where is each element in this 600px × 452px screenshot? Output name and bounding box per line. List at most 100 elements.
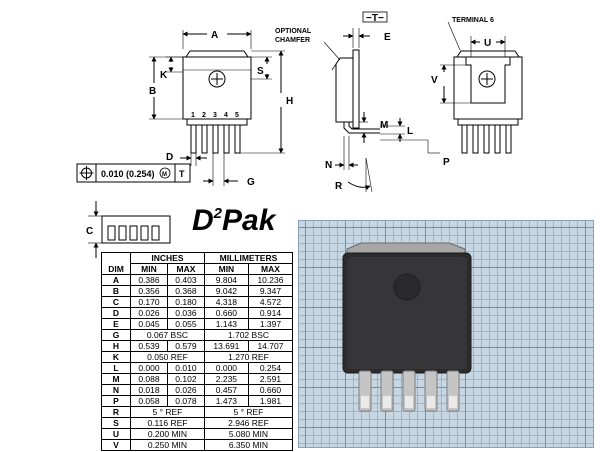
dimensions-table: DIM INCHES MILLIMETERS MIN MAX MIN MAX A… <box>101 252 294 451</box>
dim-label-v: V <box>431 75 438 86</box>
table-cell-dim: L <box>101 362 131 374</box>
dim-label-c: C <box>86 226 93 237</box>
side-view <box>323 11 440 193</box>
dim-label-h: H <box>286 96 293 107</box>
dim-label-d: D <box>166 152 173 163</box>
table-cell-mm-min: 0.457 <box>203 384 249 396</box>
table-cell-in-max: 0.026 <box>166 384 205 396</box>
table-cell-mm-max: 2.591 <box>247 373 294 385</box>
table-cell-in-min: 0.356 <box>130 285 168 297</box>
dim-column-header: DIM <box>101 252 131 275</box>
table-cell-mm-max: 10.236 <box>247 274 294 286</box>
bottom-view-labels: TERMINAL 6 U V <box>431 17 494 86</box>
optional-chamfer-line2: CHAMFER <box>275 37 310 44</box>
table-cell-mm-max: 9.347 <box>247 285 294 297</box>
table-column-header-row: MIN MAX MIN MAX <box>102 263 294 275</box>
table-cell-dim: V <box>101 439 131 451</box>
table-cell-mm-span: 5 ° REF <box>203 406 294 418</box>
table-cell-in-span: 0.200 MIN <box>130 428 205 440</box>
table-cell-in-min: 0.000 <box>130 362 168 374</box>
pin-number-5: 5 <box>235 112 239 119</box>
table-cell-mm-span: 6.350 MIN <box>203 439 294 451</box>
table-cell-in-max: 0.036 <box>166 307 205 319</box>
dim-label-a: A <box>211 30 218 41</box>
dim-label-g: G <box>247 177 255 188</box>
table-cell-dim: G <box>101 329 131 341</box>
table-cell-mm-min: 9.804 <box>203 274 249 286</box>
table-cell-in-min: 0.026 <box>130 307 168 319</box>
table-cell-in-span: 0.050 REF <box>130 351 205 363</box>
table-cell-dim: D <box>101 307 131 319</box>
table-cell-in-min: 0.058 <box>130 395 168 407</box>
table-cell-mm-max: 1.981 <box>247 395 294 407</box>
mmc-icon <box>159 167 171 179</box>
package-title-prefix: D <box>192 204 214 237</box>
table-cell-in-min: 0.170 <box>130 296 168 308</box>
table-cell-in-max: 0.010 <box>166 362 205 374</box>
dim-label-e: E <box>384 32 391 43</box>
table-cell-dim: N <box>101 384 131 396</box>
package-title-suffix: Pak <box>222 204 277 237</box>
table-cell-mm-span: 2.946 REF <box>203 417 294 429</box>
table-cell-mm-min: 1.143 <box>203 318 249 330</box>
end-view <box>88 201 171 258</box>
table-cell-in-min: 0.045 <box>130 318 168 330</box>
optional-chamfer-line1: OPTIONAL <box>275 28 312 35</box>
datum-t-label: −T− <box>366 13 384 24</box>
table-cell-dim: B <box>101 285 131 297</box>
inches-min-header: MIN <box>130 263 168 275</box>
table-cell-in-max: 0.403 <box>166 274 205 286</box>
table-cell-in-max: 0.579 <box>166 340 205 352</box>
table-cell-dim: A <box>101 274 131 286</box>
table-cell-mm-max: 0.660 <box>247 384 294 396</box>
table-cell-dim: M <box>101 373 131 385</box>
tolerance-modifier: M <box>162 172 167 178</box>
dim-label-s: S <box>257 66 264 77</box>
table-cell-in-max: 0.102 <box>166 373 205 385</box>
table-cell-mm-min: 13.691 <box>203 340 249 352</box>
table-cell-mm-span: 1.702 BSC <box>203 329 294 341</box>
table-cell-mm-max: 0.914 <box>247 307 294 319</box>
dim-label-l: L <box>407 126 413 137</box>
pin-number-3: 3 <box>213 112 217 119</box>
table-cell-in-min: 0.539 <box>130 340 168 352</box>
side-view-labels: OPTIONAL CHAMFER −T− E M L P N R <box>275 13 450 192</box>
table-cell-dim: P <box>101 395 131 407</box>
pin-number-4: 4 <box>224 112 228 119</box>
dim-label-k: K <box>160 70 168 81</box>
table-cell-dim: C <box>101 296 131 308</box>
table-cell-mm-min: 2.235 <box>203 373 249 385</box>
mm-max-header: MAX <box>247 263 294 275</box>
pin-number-2: 2 <box>202 112 206 119</box>
inches-group-header: INCHES <box>130 252 205 264</box>
table-cell-mm-max: 14.707 <box>247 340 294 352</box>
table-cell-dim: K <box>101 351 131 363</box>
table-cell-mm-min: 1.473 <box>203 395 249 407</box>
table-cell-in-max: 0.055 <box>166 318 205 330</box>
table-cell-dim: R <box>101 406 131 418</box>
table-cell-mm-max: 0.254 <box>247 362 294 374</box>
table-cell-in-max: 0.368 <box>166 285 205 297</box>
mm-min-header: MIN <box>203 263 249 275</box>
table-cell-dim: H <box>101 340 131 352</box>
dim-label-b: B <box>149 86 156 97</box>
table-cell-dim: U <box>101 428 131 440</box>
table-cell-dim: E <box>101 318 131 330</box>
table-cell-in-min: 0.088 <box>130 373 168 385</box>
photo-component <box>342 242 472 412</box>
dim-label-n: N <box>325 160 332 171</box>
front-view-labels: A K B S H D G 1 2 3 4 5 <box>149 30 293 188</box>
front-view <box>149 30 285 186</box>
